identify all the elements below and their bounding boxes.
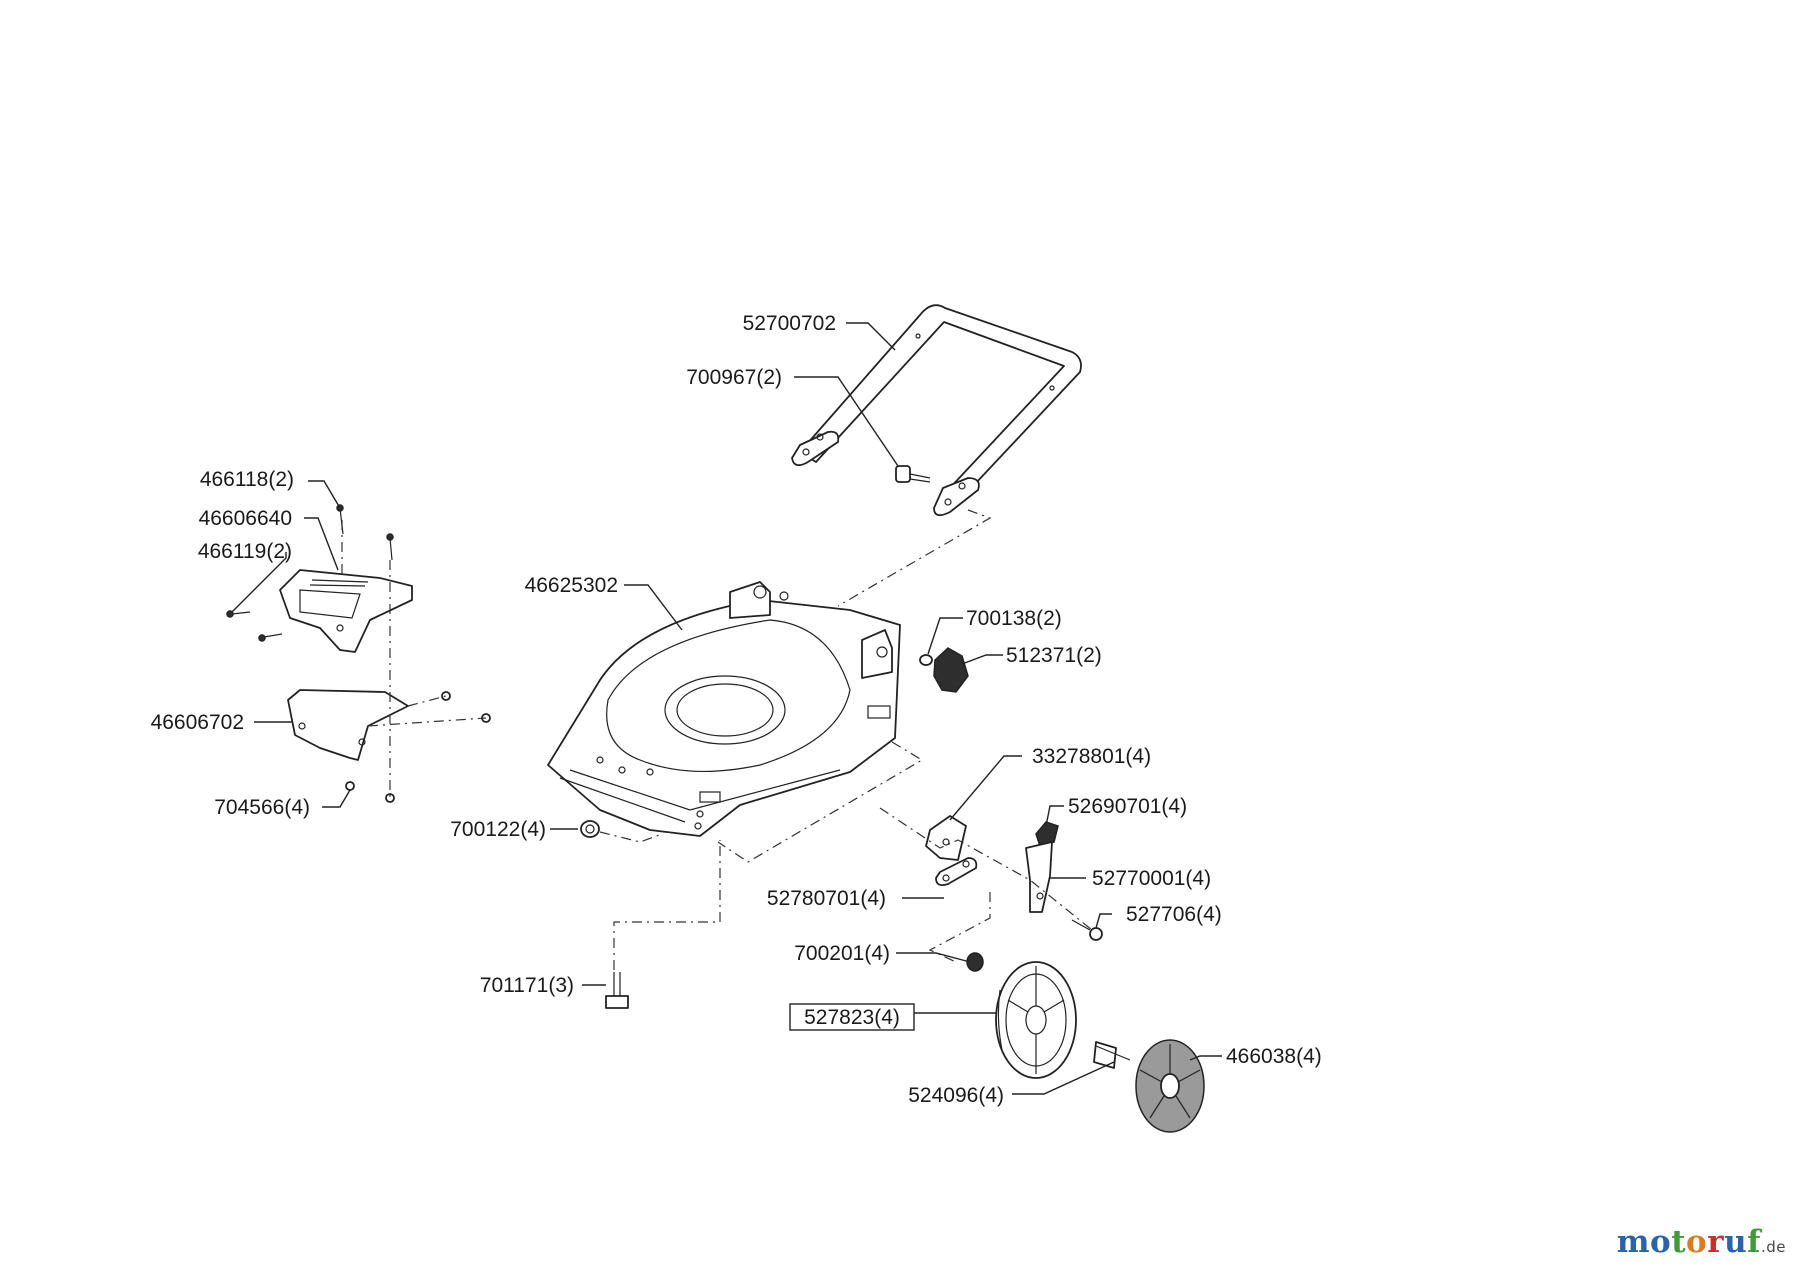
label-wheel-nut: 700201(4) [794,942,890,965]
deck-drawing [547,581,901,837]
label-nut: 700122(4) [450,818,546,841]
label-lever-cap: 52690701(4) [1068,795,1187,818]
label-wheel-box [789,1003,915,1031]
label-rear-flap: 46606640 [199,507,292,530]
label-star-knob: 512371(2) [1006,644,1102,667]
brand-logo: motoruf.de [1617,1224,1786,1260]
brand-tld: .de [1760,1238,1786,1256]
label-axle-bolt: 524096(4) [908,1084,1004,1107]
label-wheel: 527823(4) [804,1006,900,1029]
star-knob-drawing [933,647,969,693]
wheel-nut-drawing [966,952,984,972]
label-lever-bolt: 527706(4) [1126,903,1222,926]
handle-drawing [791,304,1082,517]
height-bracket-drawing [925,815,967,861]
nut-drawing [580,820,600,838]
lever-bolt-drawing [1071,919,1103,941]
hex-bolt-drawing [605,972,629,1009]
brand-name: motoruf [1616,1224,1761,1260]
nut-small-drawing [345,691,491,803]
label-handle-bolt: 700967(2) [686,366,782,389]
label-washer: 700138(2) [966,607,1062,630]
label-deck: 46625302 [525,574,618,597]
label-height-bracket: 33278801(4) [1032,745,1151,768]
label-flap-screw-small: 466119(2) [198,540,292,563]
label-flap-screw: 466118(2) [200,468,294,491]
label-hub-cap: 466038(4) [1226,1045,1322,1068]
washer-drawing [919,654,933,666]
rear-flap-drawing [279,569,413,653]
height-lever-drawing [1025,821,1059,913]
label-link-plate: 52780701(4) [767,887,886,910]
handle-bolt-drawing [895,465,931,483]
cover-drawing [287,689,409,761]
label-nut-small: 704566(4) [214,796,310,819]
label-handle: 52700702 [743,312,836,335]
label-cover: 46606702 [151,711,244,734]
link-plate-drawing [935,857,978,887]
axle-bolt-drawing [1093,1041,1131,1069]
wheel-drawing [995,961,1077,1079]
label-hex-bolt: 701171(3) [480,974,574,997]
hub-cap-drawing [1135,1039,1205,1133]
label-height-lever: 52770001(4) [1092,867,1211,890]
